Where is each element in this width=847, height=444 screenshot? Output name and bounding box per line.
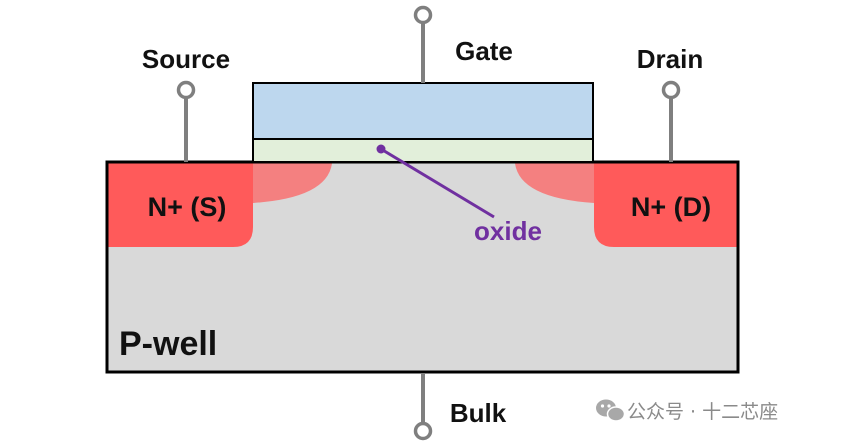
gate-label: Gate: [455, 36, 513, 66]
source-terminal-node: [176, 80, 196, 100]
bulk-terminal-node: [413, 421, 433, 441]
gate-electrode: [252, 82, 594, 140]
gate-oxide-layer: [252, 138, 594, 163]
source-region-label: N+ (S): [148, 192, 227, 222]
drain-label: Drain: [637, 44, 703, 74]
source-n-plus-region: [108, 163, 253, 247]
oxide-pointer-line: [380, 147, 495, 219]
source-extension-region: [253, 163, 332, 203]
drain-terminal-node: [661, 80, 681, 100]
drain-extension-region: [515, 163, 594, 203]
bulk-label: Bulk: [450, 398, 507, 428]
wechat-icon: [596, 399, 626, 422]
watermark-text: 公众号 · 十二芯座: [627, 401, 778, 423]
gate-terminal-node: [413, 5, 433, 25]
drain-region-label: N+ (D): [631, 192, 711, 222]
source-label: Source: [142, 44, 230, 74]
drain-n-plus-region: [594, 163, 737, 247]
p-well-label: P-well: [119, 325, 217, 363]
oxide-label: oxide: [474, 216, 542, 246]
oxide-pointer-dot: [376, 144, 386, 154]
